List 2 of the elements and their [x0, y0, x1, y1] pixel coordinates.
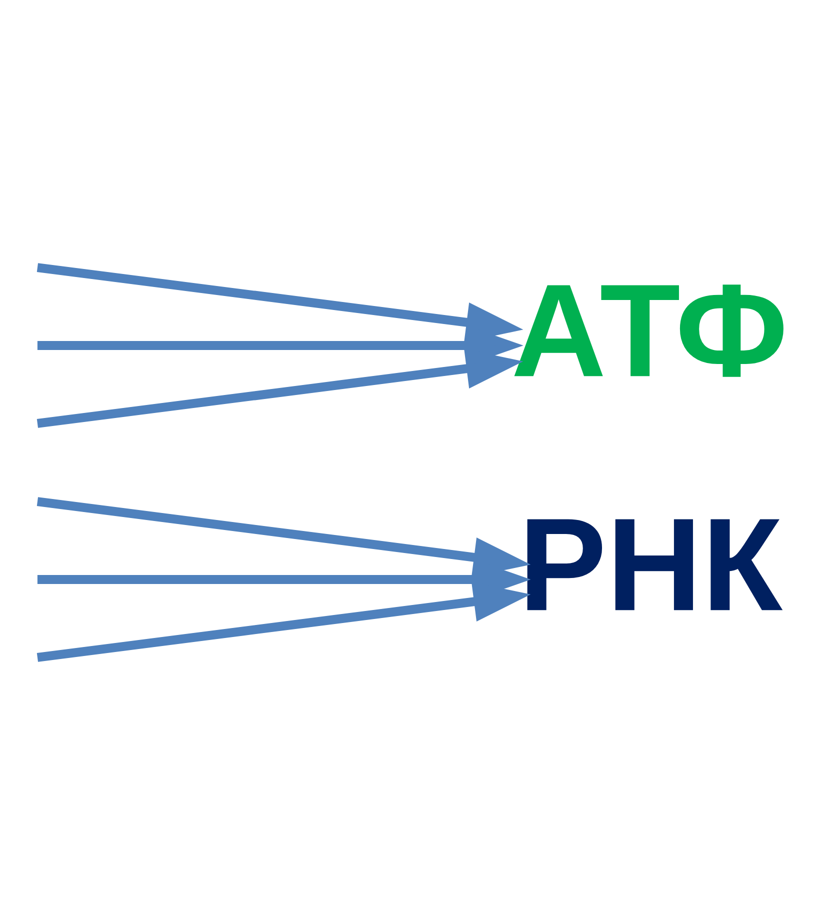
node-text: РНК	[518, 490, 782, 638]
node-text: АТФ	[511, 256, 788, 404]
